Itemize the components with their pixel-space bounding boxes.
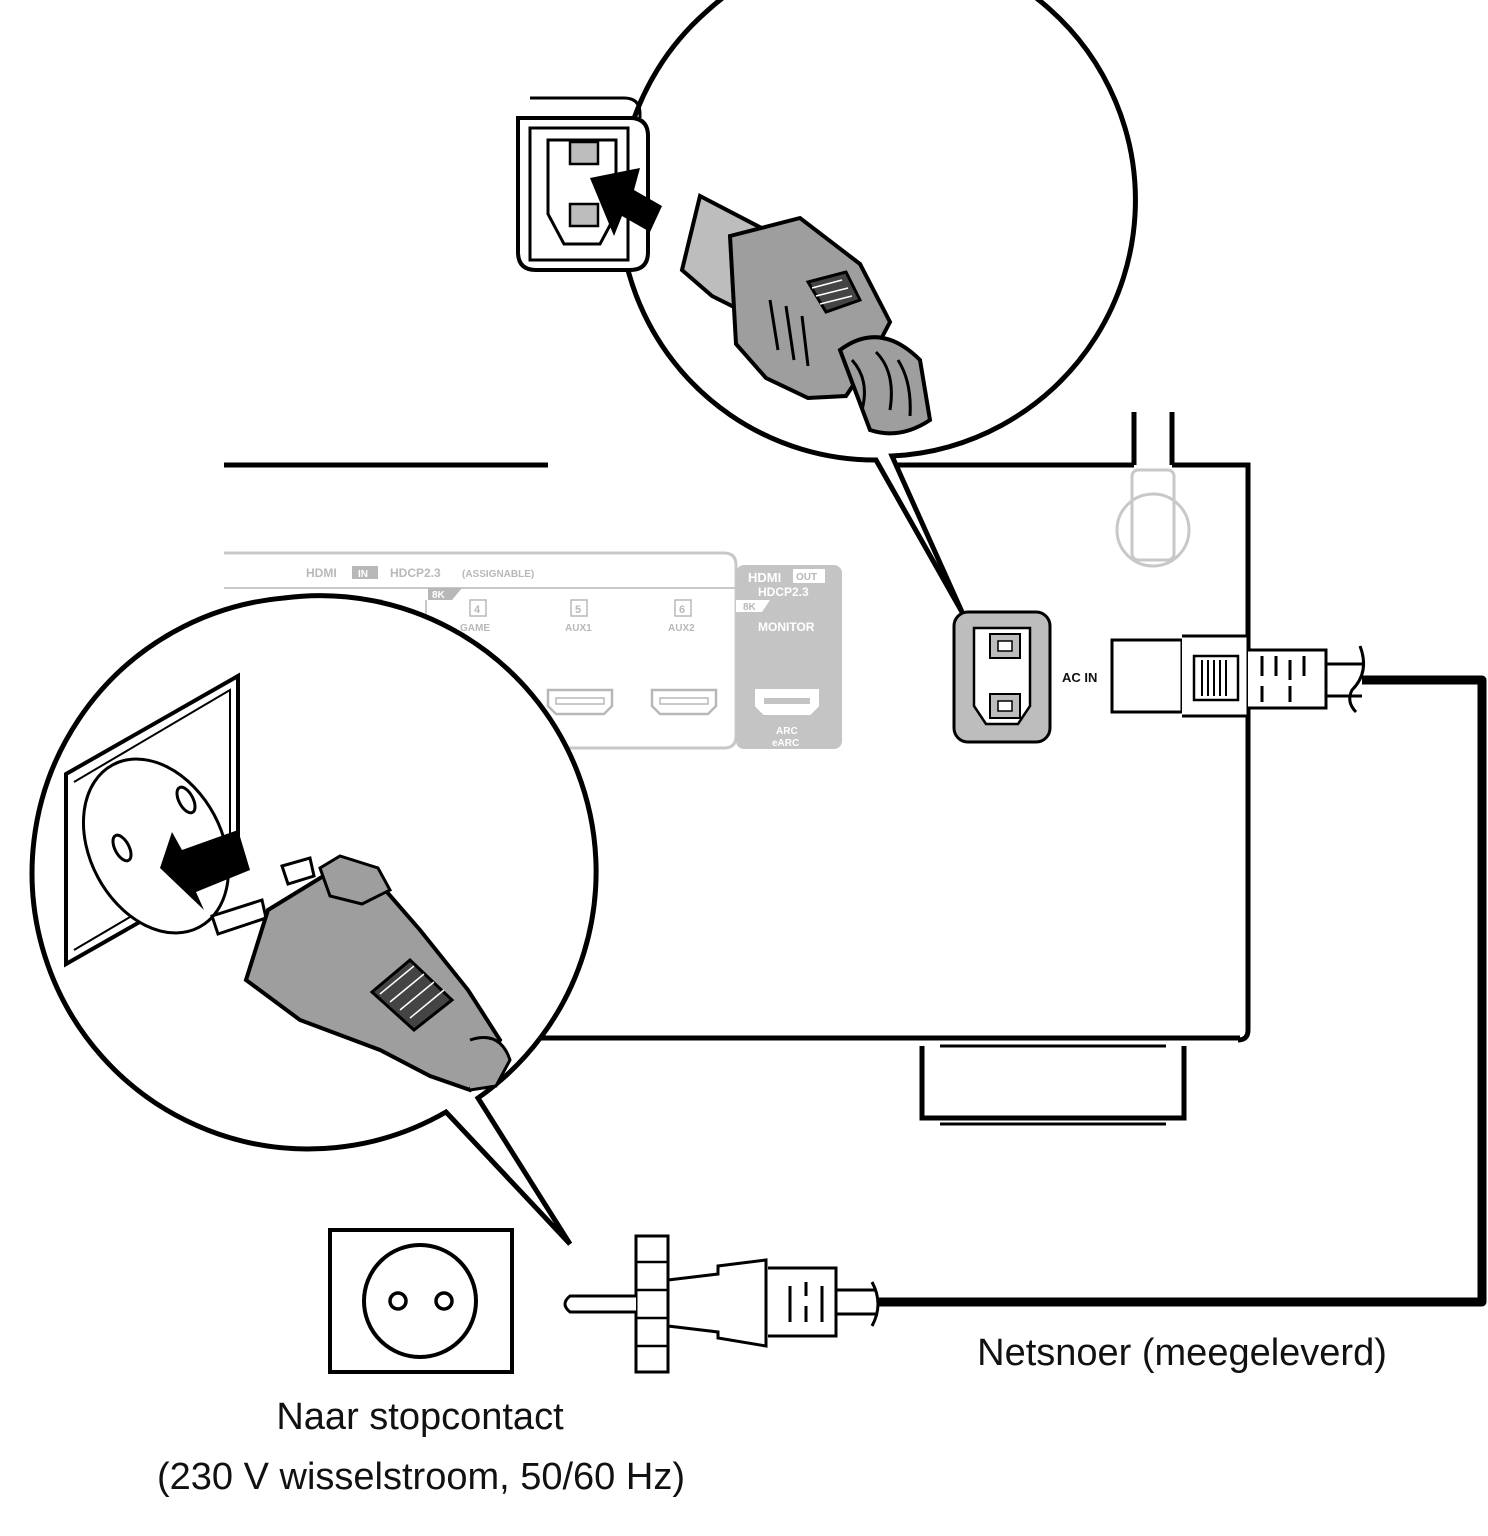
out-8k-badge: 8K [743,602,757,613]
earc-label: eARC [772,738,799,749]
power-cord [878,675,1487,1307]
hdmi-output-block: HDMI OUT HDCP2.3 8K MONITOR ARC eARC [736,565,842,749]
outlet-caption-line-1: Naar stopcontact [276,1396,564,1438]
hdmi-in-5-num: 5 [575,604,581,616]
outlet-caption-line-2: (230 V wisselstroom, 50/60 Hz) [157,1456,685,1498]
monitor-label: MONITOR [758,620,815,634]
europlug [563,1234,880,1374]
power-cord-caption: Netsnoer (meegeleverd) [977,1332,1387,1374]
receiver-rear-panel [224,462,1251,1126]
antenna-connector [1115,412,1191,568]
ac-in-socket [952,610,1052,744]
hdcp-label: HDCP2.3 [390,566,441,580]
insert-arrow-icon-2 [160,830,250,910]
hdmi-in-6-num: 6 [679,604,685,616]
in-badge: IN [358,569,368,580]
ac-in-label: AC IN [1062,670,1097,685]
hdmi-input-block: HDMI IN HDCP2.3 (ASSIGNABLE) 8K 2 3 4 GA… [224,551,738,750]
hdmi-out-title: HDMI [748,570,781,585]
hdmi-port-6-icon [650,688,718,716]
wall-outlet [328,1228,514,1374]
zoom-bubble-ac-in [516,0,1138,614]
arc-label: ARC [776,726,798,737]
hdmi-out-hdcp: HDCP2.3 [758,585,809,599]
hdmi-in-6-name: AUX2 [668,623,695,634]
assignable-label: (ASSIGNABLE) [462,569,534,580]
hdmi-in-5-name: AUX1 [565,623,592,634]
receiver-foot [919,1044,1187,1126]
hdmi-in-4-num: 4 [474,604,481,616]
zoom-bubble-outlet [29,593,599,1246]
iec-cable-connector [1110,634,1366,718]
insert-arrow-icon [590,168,662,236]
out-badge: OUT [796,572,817,583]
hdmi-port-5-icon [546,688,614,716]
hdmi-in-4-name: GAME [460,623,490,634]
hdmi-in-title: HDMI [306,566,337,580]
eight-k-badge: 8K [432,590,446,601]
